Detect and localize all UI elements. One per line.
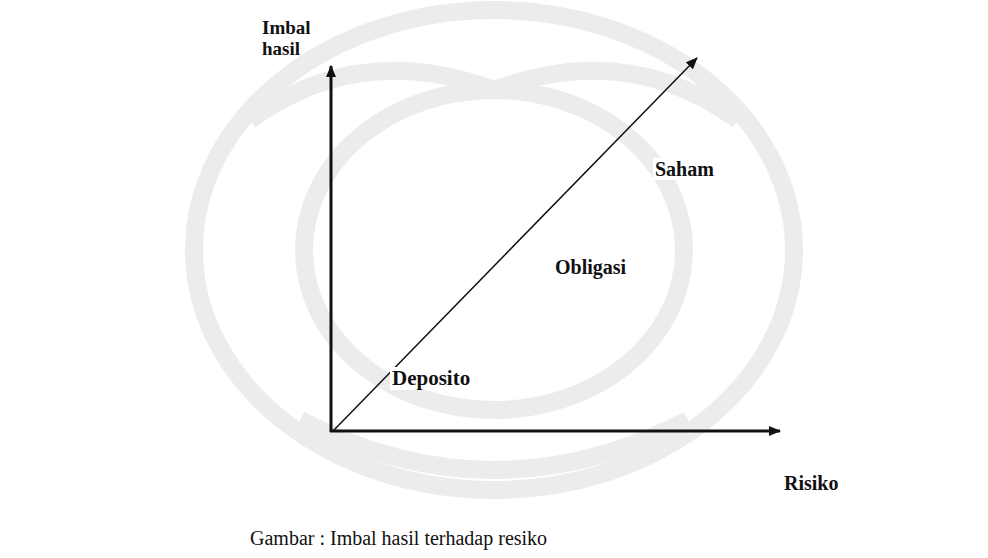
x-axis [330,430,780,433]
asset-label: Deposito [390,367,472,390]
asset-label: Saham [653,158,716,180]
asset-label: Obligasi [553,256,628,278]
trend-arrow [334,58,697,430]
axis-label: Imbal hasil [260,18,324,60]
y-axis [330,66,333,432]
axis-label: Risiko [782,472,840,494]
caption: Gambar : Imbal hasil terhadap resiko [248,527,549,549]
